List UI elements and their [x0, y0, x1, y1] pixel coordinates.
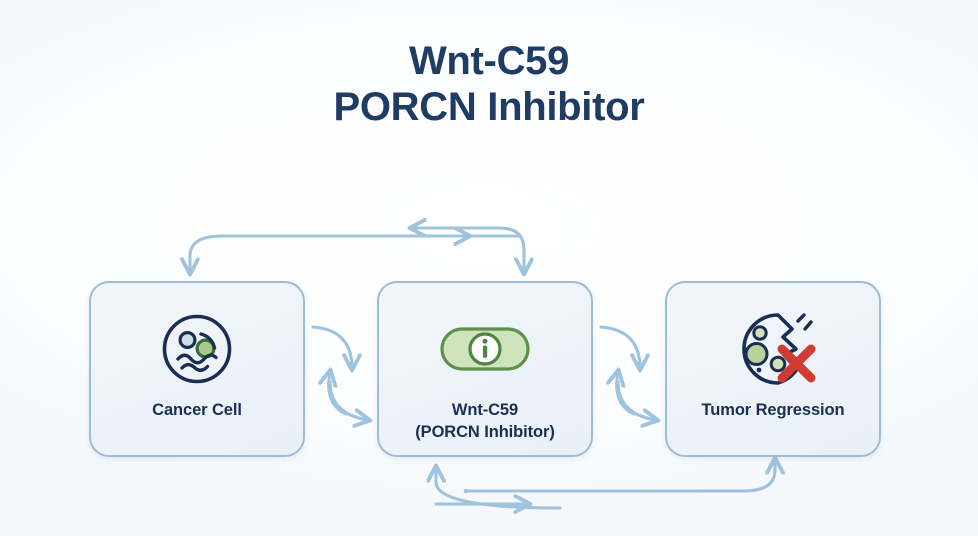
connector-bottom-line-cap: [463, 488, 469, 494]
node-label-tumor-regression: Tumor Regression: [701, 401, 845, 419]
connector-feedback-bottom-right: [464, 460, 775, 493]
tumor-blob-small-top: [752, 325, 768, 341]
node-card-tumor-regression[interactable]: Tumor Regression: [665, 281, 881, 457]
connector-feedback-bottom-left: [436, 468, 562, 510]
connector-cancer-cell-to-wnt-c59-lower: [328, 380, 368, 420]
page-title-line-1: Wnt-C59: [408, 39, 570, 83]
crack-spark-1: [796, 313, 806, 323]
cell-vacuole: [178, 331, 197, 350]
page-title-line-2: PORCN Inhibitor: [333, 85, 645, 130]
connector-cancer-cell-to-wnt-c59: [311, 325, 352, 368]
cancer-cell-icon: [157, 308, 237, 390]
destroyed-tumor-icon: [728, 308, 818, 390]
tumor-dot: [756, 367, 762, 373]
connector-wnt-c59-to-cancer-cell: [329, 372, 348, 416]
connector-wnt-c59-to-tumor-regression: [599, 325, 640, 368]
tumor-blob-small-bottom: [769, 355, 787, 373]
tumor-blob-large: [744, 342, 769, 366]
connector-feedback-top-long: [190, 234, 521, 272]
cell-arc: [199, 332, 217, 350]
connector-tumor-regression-to-wnt-c59: [617, 372, 636, 416]
info-stem: [482, 345, 488, 358]
node-label-cancer-cell: Cancer Cell: [152, 401, 242, 419]
page-title: Wnt-C59 PORCN Inhibitor: [0, 38, 978, 131]
node-card-cancer-cell[interactable]: Cancer Cell: [89, 281, 305, 457]
node-card-wnt-c59[interactable]: Wnt-C59 (PORCN Inhibitor): [377, 281, 593, 457]
info-dot: [482, 338, 488, 344]
crack-spark-2: [803, 320, 813, 331]
node-label-wnt-c59: Wnt-C59 (PORCN Inhibitor): [415, 401, 555, 441]
connector-wnt-c59-to-tumor-regression-lower: [616, 380, 656, 420]
connector-feedback-top-right: [498, 226, 524, 272]
cell-wave-upper: [176, 353, 218, 365]
info-capsule-icon: [433, 308, 537, 390]
red-x-icon: [777, 344, 816, 383]
cell-wave-lower: [180, 362, 210, 372]
